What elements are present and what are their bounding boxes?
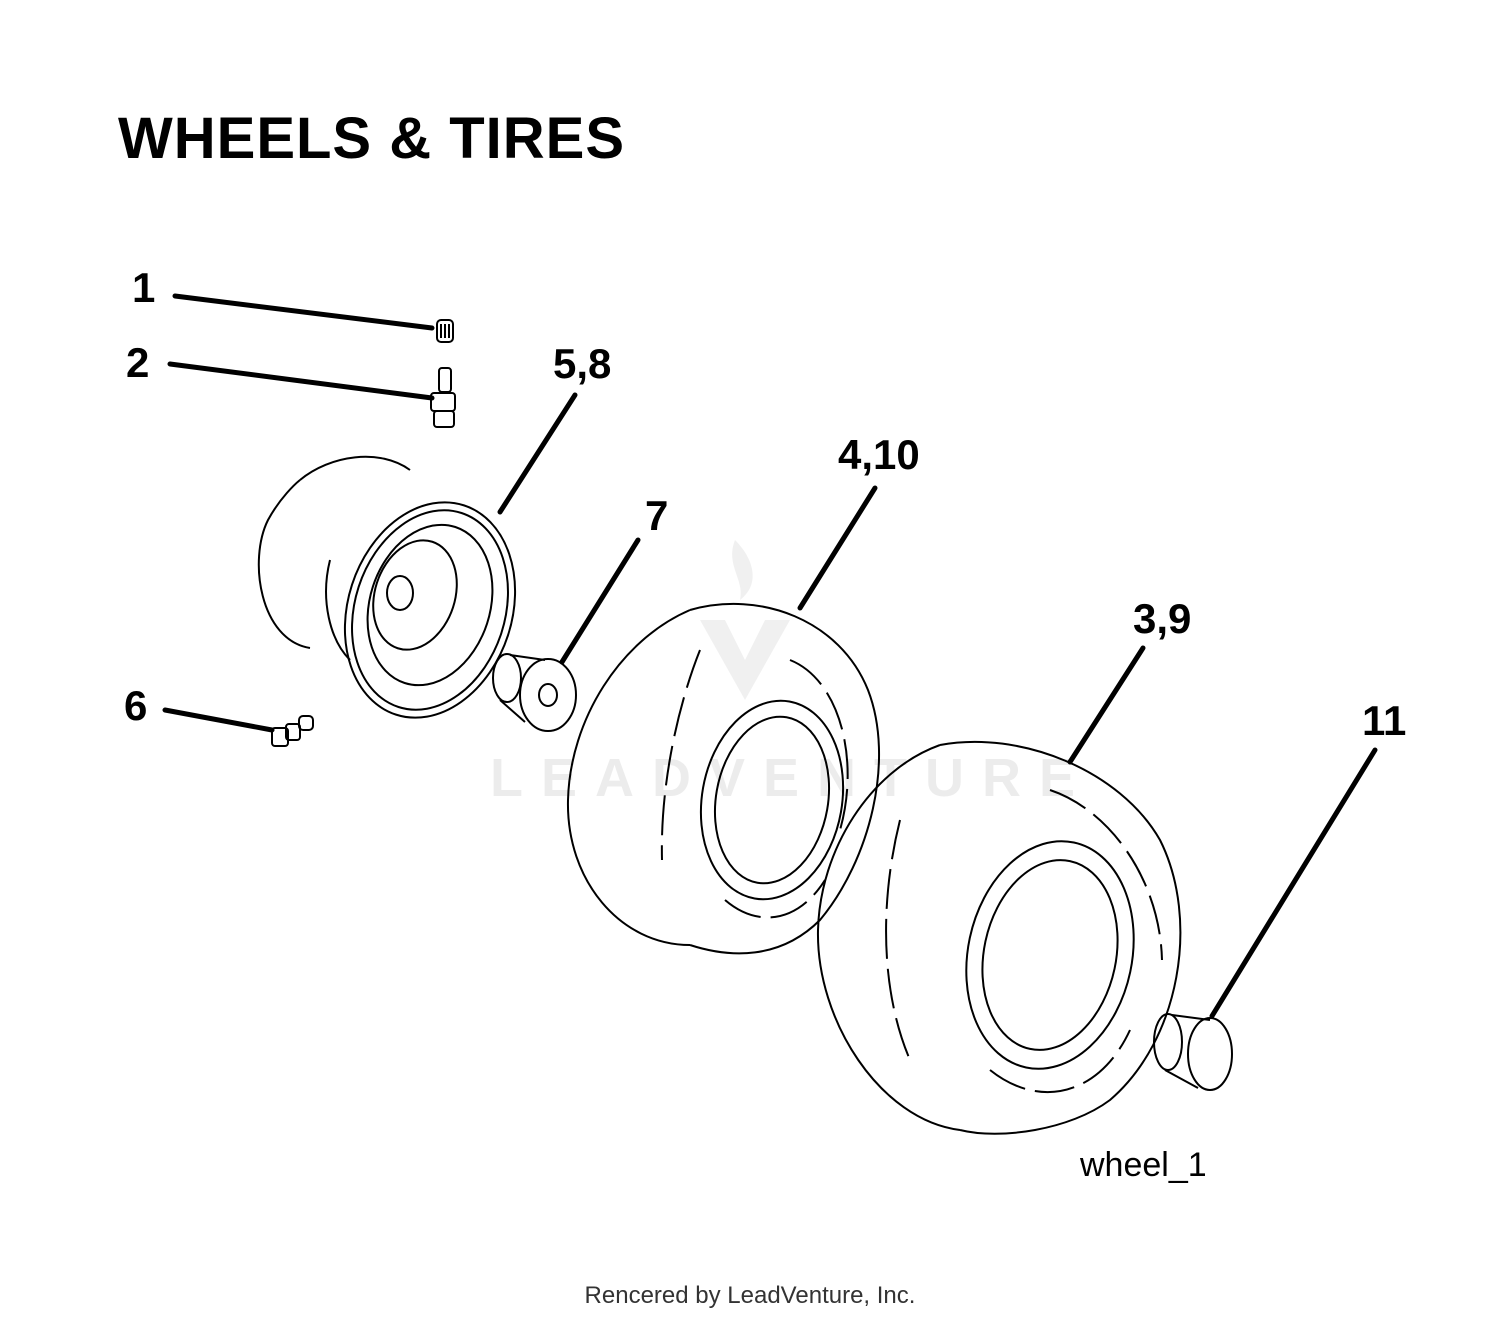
leader-line-5-8 — [497, 392, 578, 515]
callout-2: 2 — [126, 339, 149, 386]
footer-credit: Rencered by LeadVenture, Inc. — [584, 1282, 916, 1309]
part-6-grease-fitting — [271, 715, 314, 747]
leader-line-3-9 — [1067, 645, 1146, 765]
leader-line-4-10 — [797, 485, 878, 611]
callout-6: 6 — [124, 682, 147, 729]
leader-lines — [162, 293, 1378, 1019]
figure-code: wheel_1 — [1079, 1146, 1207, 1184]
page-title: WHEELS & TIRES — [118, 106, 626, 171]
callout-4-10: 4,10 — [838, 431, 920, 478]
part-7-bushing — [492, 653, 577, 732]
leader-line-1 — [172, 293, 435, 331]
svg-text:LEADVENTURE: LEADVENTURE — [490, 748, 1093, 808]
leader-line-2 — [167, 361, 435, 401]
leader-line-6 — [162, 707, 275, 733]
leader-line-7 — [559, 537, 641, 665]
callout-7: 7 — [645, 492, 668, 539]
callout-5-8: 5,8 — [553, 340, 611, 387]
callout-1: 1 — [132, 264, 155, 311]
part-5-8-wheel-rim — [257, 455, 517, 719]
part-1-valve-cap — [436, 319, 454, 343]
leader-line-11 — [1209, 747, 1378, 1019]
part-2-valve-stem — [430, 367, 456, 428]
callout-11: 11 — [1362, 697, 1406, 744]
callout-3-9: 3,9 — [1133, 595, 1191, 642]
part-3-9-rear-tire — [816, 740, 1182, 1135]
leadventure-watermark: LEADVENTURE — [490, 540, 1093, 808]
part-11-hub-cap — [1153, 1013, 1233, 1091]
